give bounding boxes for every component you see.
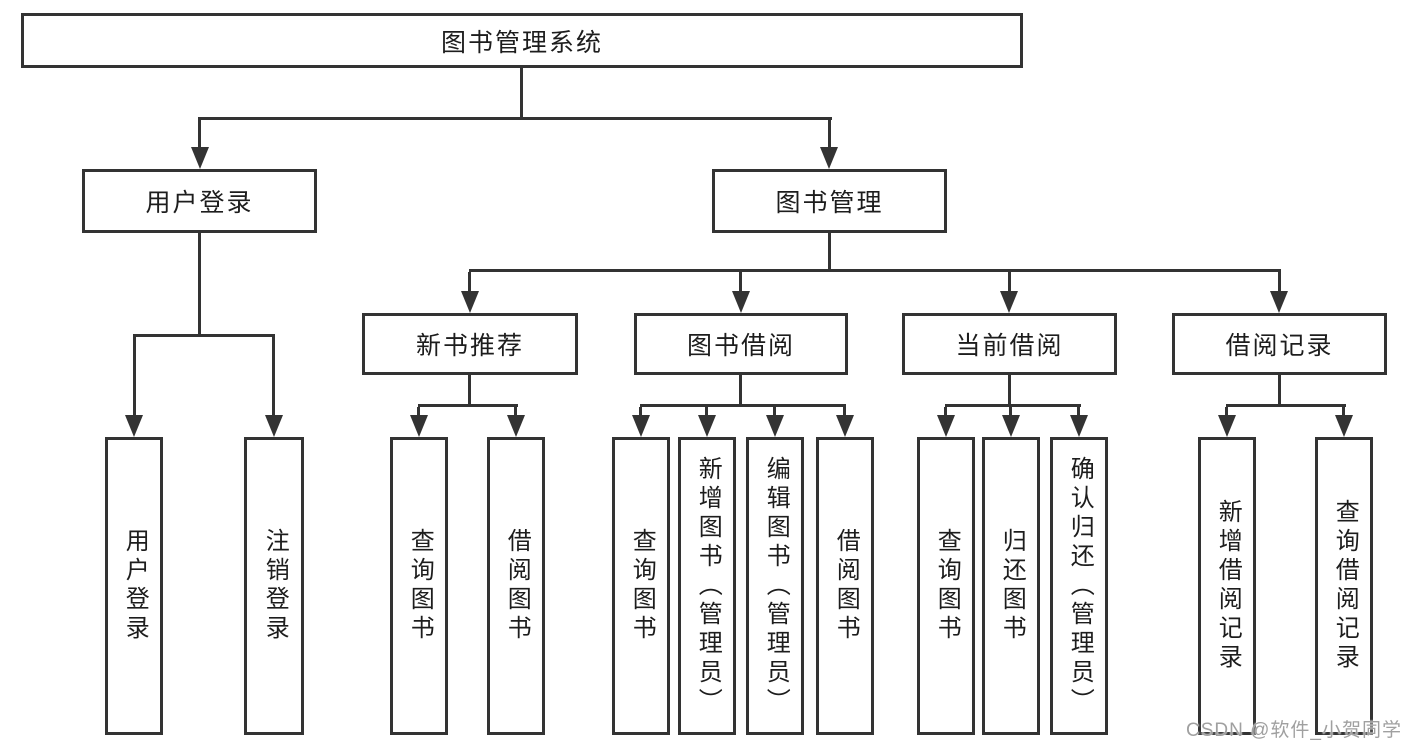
leaf-br-add-record: 新增借阅记录 bbox=[1198, 437, 1256, 735]
node-label: 用户登录 bbox=[121, 528, 149, 644]
csdn-watermark: CSDN @软件_小贺同学 bbox=[1186, 720, 1402, 741]
arrow-down-icon bbox=[410, 415, 428, 437]
node-borrow-record: 借阅记录 bbox=[1172, 313, 1387, 375]
connector-level3-rail bbox=[469, 269, 1281, 272]
connector-user-login-arrow-shaft bbox=[198, 120, 201, 147]
connector-arrow-shaft bbox=[272, 337, 275, 415]
node-label: 新增借阅记录 bbox=[1214, 499, 1242, 673]
connector-arrow-shaft bbox=[133, 337, 136, 415]
connector-root-stem bbox=[520, 66, 523, 120]
leaf-nb-borrow-books: 借阅图书 bbox=[487, 437, 545, 735]
leaf-bb-borrow-books: 借阅图书 bbox=[816, 437, 874, 735]
node-label: 借阅记录 bbox=[1225, 332, 1334, 360]
node-label: 归还图书 bbox=[998, 528, 1026, 644]
arrow-down-icon bbox=[1270, 291, 1288, 313]
leaf-bb-edit-books-admin: 编辑图书（管理员） bbox=[746, 437, 804, 735]
node-label: 图书借阅 bbox=[686, 332, 795, 360]
node-label: 借阅图书 bbox=[503, 528, 531, 644]
leaf-user-login: 用户登录 bbox=[105, 437, 163, 735]
node-label: 借阅图书 bbox=[832, 528, 860, 644]
node-book-management: 图书管理 bbox=[712, 169, 947, 233]
connector-book-mgmt-stem bbox=[828, 233, 831, 271]
leaf-bb-query-books: 查询图书 bbox=[612, 437, 670, 735]
arrow-down-icon bbox=[125, 415, 143, 437]
node-label: 查询图书 bbox=[628, 528, 656, 644]
connector-arrow-shaft bbox=[417, 407, 420, 415]
connector-arrow-shaft bbox=[1008, 272, 1011, 291]
node-label: 新书推荐 bbox=[415, 332, 524, 360]
node-label: 图书管理系统 bbox=[440, 28, 603, 57]
arrow-down-icon bbox=[1000, 291, 1018, 313]
arrow-down-icon bbox=[1335, 415, 1353, 437]
arrow-down-icon bbox=[1002, 415, 1020, 437]
connector-arrow-shaft bbox=[1342, 407, 1345, 415]
connector-user-login-stem bbox=[198, 233, 201, 334]
leaf-logout-login: 注销登录 bbox=[244, 437, 304, 735]
node-label: 图书管理 bbox=[775, 189, 884, 217]
node-label: 编辑图书（管理员） bbox=[762, 455, 790, 717]
connector-book-borrow-stem bbox=[739, 375, 742, 406]
arrow-down-icon bbox=[698, 415, 716, 437]
node-user-login: 用户登录 bbox=[82, 169, 317, 233]
connector-arrow-shaft bbox=[1009, 407, 1012, 415]
connector-book-mgmt-arrow-shaft bbox=[828, 120, 831, 147]
arrow-down-icon bbox=[732, 291, 750, 313]
connector-user-login-rail bbox=[133, 334, 275, 337]
connector-arrow-shaft bbox=[843, 407, 846, 415]
connector-arrow-shaft bbox=[468, 272, 471, 291]
node-current-borrow: 当前借阅 bbox=[902, 313, 1117, 375]
node-book-borrow: 图书借阅 bbox=[634, 313, 848, 375]
arrow-down-icon bbox=[191, 147, 209, 169]
arrow-down-icon bbox=[766, 415, 784, 437]
arrow-down-icon bbox=[265, 415, 283, 437]
arrow-down-icon bbox=[507, 415, 525, 437]
node-label: 注销登录 bbox=[261, 528, 289, 644]
connector-arrow-shaft bbox=[1077, 407, 1080, 415]
connector-arrow-shaft bbox=[773, 407, 776, 415]
connector-arrow-shaft bbox=[739, 272, 742, 291]
arrow-down-icon bbox=[1218, 415, 1236, 437]
node-label: 当前借阅 bbox=[955, 332, 1064, 360]
node-library-management-system: 图书管理系统 bbox=[21, 13, 1023, 68]
connector-new-book-rail bbox=[418, 404, 518, 407]
arrow-down-icon bbox=[820, 147, 838, 169]
arrow-down-icon bbox=[836, 415, 854, 437]
leaf-cb-return-books: 归还图书 bbox=[982, 437, 1040, 735]
connector-arrow-shaft bbox=[514, 407, 517, 415]
arrow-down-icon bbox=[937, 415, 955, 437]
node-label: 查询图书 bbox=[933, 528, 961, 644]
leaf-cb-confirm-return-admin: 确认归还（管理员） bbox=[1050, 437, 1108, 735]
node-label: 用户登录 bbox=[145, 189, 254, 217]
arrow-down-icon bbox=[461, 291, 479, 313]
connector-arrow-shaft bbox=[639, 407, 642, 415]
node-label: 确认归还（管理员） bbox=[1066, 455, 1094, 717]
node-label: 新增图书（管理员） bbox=[694, 455, 722, 717]
connector-new-book-stem bbox=[468, 375, 471, 406]
connector-arrow-shaft bbox=[944, 407, 947, 415]
leaf-br-query-record: 查询借阅记录 bbox=[1315, 437, 1373, 735]
connector-current-borrow-stem bbox=[1008, 375, 1011, 406]
leaf-cb-query-books: 查询图书 bbox=[917, 437, 975, 735]
connector-borrow-record-stem bbox=[1278, 375, 1281, 406]
node-label: 查询图书 bbox=[406, 528, 434, 644]
node-label: 查询借阅记录 bbox=[1331, 499, 1359, 673]
connector-level2-rail bbox=[198, 117, 832, 120]
node-new-book-recommend: 新书推荐 bbox=[362, 313, 578, 375]
connector-book-borrow-rail bbox=[640, 404, 846, 407]
connector-arrow-shaft bbox=[705, 407, 708, 415]
connector-current-borrow-rail bbox=[945, 404, 1081, 407]
connector-arrow-shaft bbox=[1225, 407, 1228, 415]
leaf-bb-add-books-admin: 新增图书（管理员） bbox=[678, 437, 736, 735]
arrow-down-icon bbox=[632, 415, 650, 437]
connector-arrow-shaft bbox=[1278, 272, 1281, 291]
connector-borrow-record-rail bbox=[1226, 404, 1346, 407]
leaf-nb-query-books: 查询图书 bbox=[390, 437, 448, 735]
arrow-down-icon bbox=[1070, 415, 1088, 437]
